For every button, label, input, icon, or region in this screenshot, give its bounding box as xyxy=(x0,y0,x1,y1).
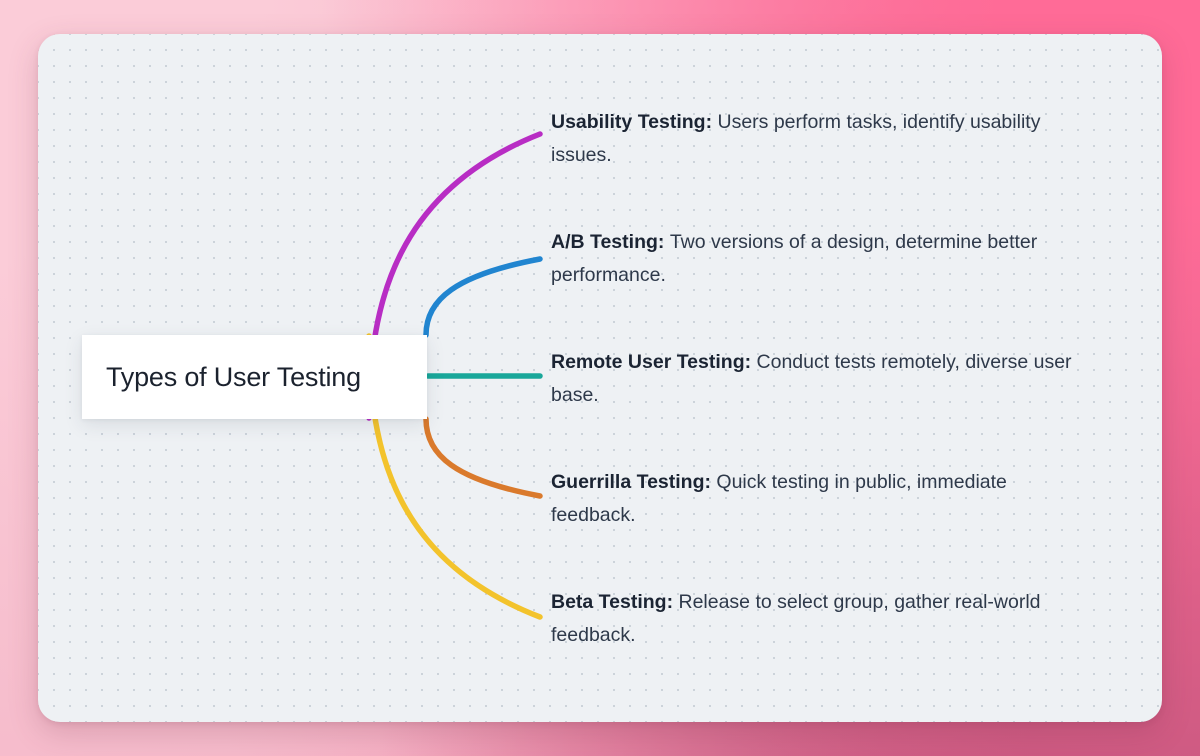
branch-description: Release to select group, gather real-wor… xyxy=(551,591,1041,646)
branch-title: Remote User Testing: xyxy=(551,351,757,373)
branch-description: Quick testing in public, immediate feedb… xyxy=(551,471,1007,526)
branch-guerrilla-testing[interactable]: Guerrilla Testing: Quick testing in publ… xyxy=(551,466,1096,532)
branch-beta-testing[interactable]: Beta Testing: Release to select group, g… xyxy=(551,586,1096,652)
branch-description: Conduct tests remotely, diverse user bas… xyxy=(551,351,1072,406)
branch-description: Two versions of a design, determine bett… xyxy=(551,231,1038,286)
branch-remote-user-testing[interactable]: Remote User Testing: Conduct tests remot… xyxy=(551,346,1096,412)
branch-usability-testing[interactable]: Usability Testing: Users perform tasks, … xyxy=(551,106,1096,172)
branch-title: Usability Testing: xyxy=(551,111,718,133)
branch-ab-testing[interactable]: A/B Testing: Two versions of a design, d… xyxy=(551,226,1096,292)
branch-description: Users perform tasks, identify usability … xyxy=(551,111,1041,166)
center-node[interactable]: Types of User Testing xyxy=(82,335,427,419)
branch-title: Guerrilla Testing: xyxy=(551,471,717,493)
branch-title: A/B Testing: xyxy=(551,231,670,253)
center-node-label: Types of User Testing xyxy=(106,361,361,392)
branch-title: Beta Testing: xyxy=(551,591,679,613)
